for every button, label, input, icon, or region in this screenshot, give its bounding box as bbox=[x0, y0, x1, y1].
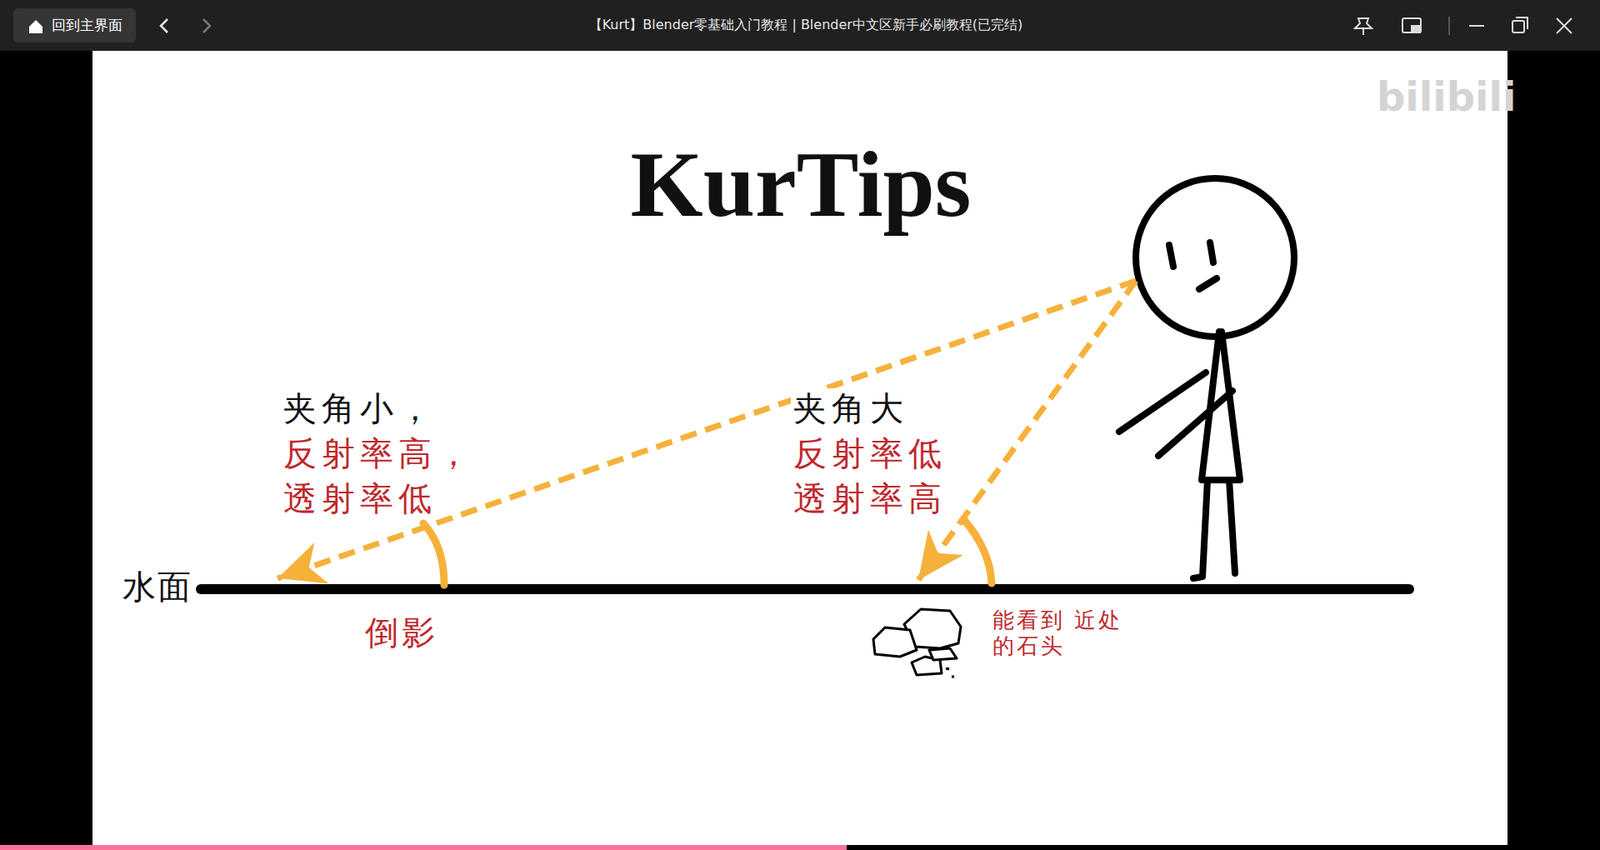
sight-lines bbox=[277, 280, 1136, 580]
transmittance-note: 透射率低 bbox=[280, 478, 440, 519]
label-slot: 夹角大 bbox=[790, 388, 911, 429]
water-label: 水面 bbox=[120, 566, 195, 607]
label-slot: bilibili bbox=[1376, 73, 1516, 122]
angle-arcs bbox=[423, 520, 992, 585]
forward-icon bbox=[203, 19, 210, 33]
back-icon bbox=[160, 19, 168, 33]
angle-note: 夹角大 bbox=[790, 388, 911, 429]
window-icons bbox=[1355, 16, 1572, 35]
home-button-label: 回到主界面 bbox=[51, 16, 123, 34]
progress-bar bbox=[0, 845, 847, 850]
label-slot: 能看到 近处的石头 bbox=[990, 607, 1130, 660]
transmittance-note: 透射率高 bbox=[790, 478, 950, 519]
label-slot: 倒影 bbox=[362, 612, 441, 653]
label-slot: 透射率低 bbox=[280, 478, 440, 519]
label-slot: 反射率低 bbox=[790, 433, 950, 474]
slide bbox=[92, 50, 1508, 845]
rock-note: 能看到 近处的石头 bbox=[990, 607, 1130, 660]
label-slot: 水面 bbox=[120, 566, 195, 607]
label-slot: 夹角小， bbox=[280, 388, 440, 429]
window-title: 【Kurt】Blender零基础入门教程 | Blender中文区新手必刷教程(… bbox=[589, 16, 1024, 33]
stick-figure bbox=[1119, 178, 1295, 579]
water-surface bbox=[200, 584, 1410, 595]
rocks bbox=[873, 609, 961, 677]
label-slot: 【Kurt】Blender零基础入门教程 | Blender中文区新手必刷教程(… bbox=[589, 16, 1024, 33]
label-slot: 透射率高 bbox=[790, 478, 950, 519]
angle-note: 夹角小， bbox=[280, 388, 440, 429]
label-slot: 反射率高， bbox=[280, 433, 478, 474]
home-icon bbox=[29, 20, 43, 34]
watermark: bilibili bbox=[1376, 73, 1516, 122]
title-bar bbox=[0, 0, 1600, 51]
reflection-label: 倒影 bbox=[362, 612, 441, 653]
label-slot: 回到主界面 bbox=[51, 16, 123, 34]
title-slot: KurTips bbox=[630, 133, 972, 236]
reflectance-note: 反射率高， bbox=[280, 433, 478, 474]
title: KurTips bbox=[630, 133, 972, 236]
home-button bbox=[13, 8, 136, 43]
reflectance-note: 反射率低 bbox=[790, 433, 950, 474]
